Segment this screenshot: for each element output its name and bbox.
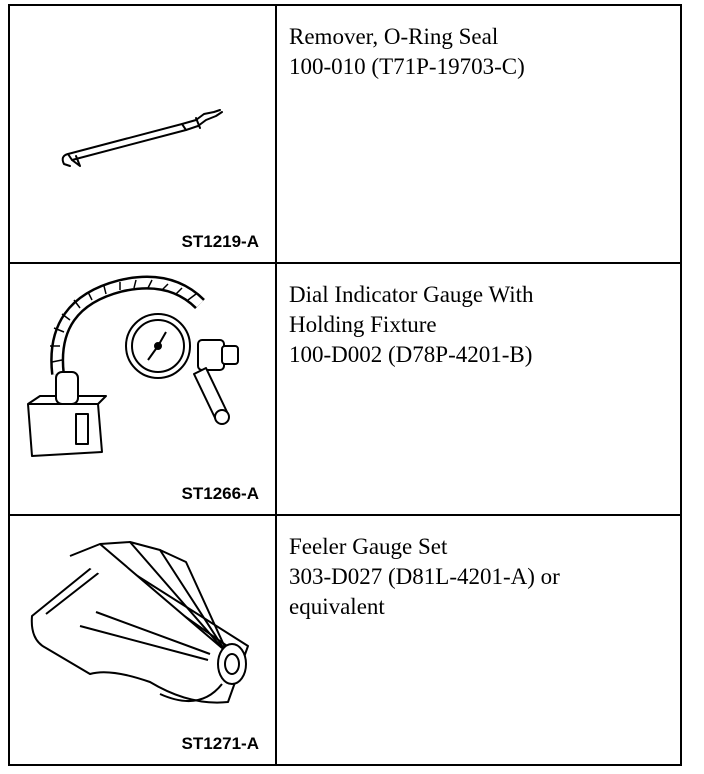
tool-code: ST1219-A — [181, 232, 259, 251]
tool-note: equivalent — [289, 594, 385, 619]
tool-name: Dial Indicator Gauge With — [289, 282, 534, 307]
tool-description: Remover, O-Ring Seal 100-010 (T71P-19703… — [277, 6, 680, 264]
tool-illustration-cell: ST1271-A — [10, 516, 277, 764]
tool-name-continued: Holding Fixture — [289, 312, 437, 337]
tool-name: Feeler Gauge Set — [289, 534, 448, 559]
feeler-gauge-set-icon — [30, 541, 249, 704]
tool-illustration-cell: ST1266-A — [10, 264, 277, 516]
dial-indicator-gauge-icon — [27, 275, 239, 457]
tool-illustration-cell: ST1219-A — [10, 6, 277, 264]
tool-code: ST1271-A — [181, 734, 259, 753]
special-tools-table: ST1219-A Remover, O-Ring Seal 100-010 (T… — [8, 4, 682, 766]
tool-description: Dial Indicator Gauge With Holding Fixtur… — [277, 264, 680, 516]
tool-part-number: 100-010 (T71P-19703-C) — [289, 54, 525, 79]
tool-code: ST1266-A — [181, 484, 259, 503]
tool-description: Feeler Gauge Set 303-D027 (D81L-4201-A) … — [277, 516, 680, 764]
tool-name: Remover, O-Ring Seal — [289, 24, 499, 49]
o-ring-seal-remover-icon — [61, 109, 223, 167]
tool-part-number: 100-D002 (D78P-4201-B) — [289, 342, 533, 367]
tool-part-number: 303-D027 (D81L-4201-A) or — [289, 564, 560, 589]
